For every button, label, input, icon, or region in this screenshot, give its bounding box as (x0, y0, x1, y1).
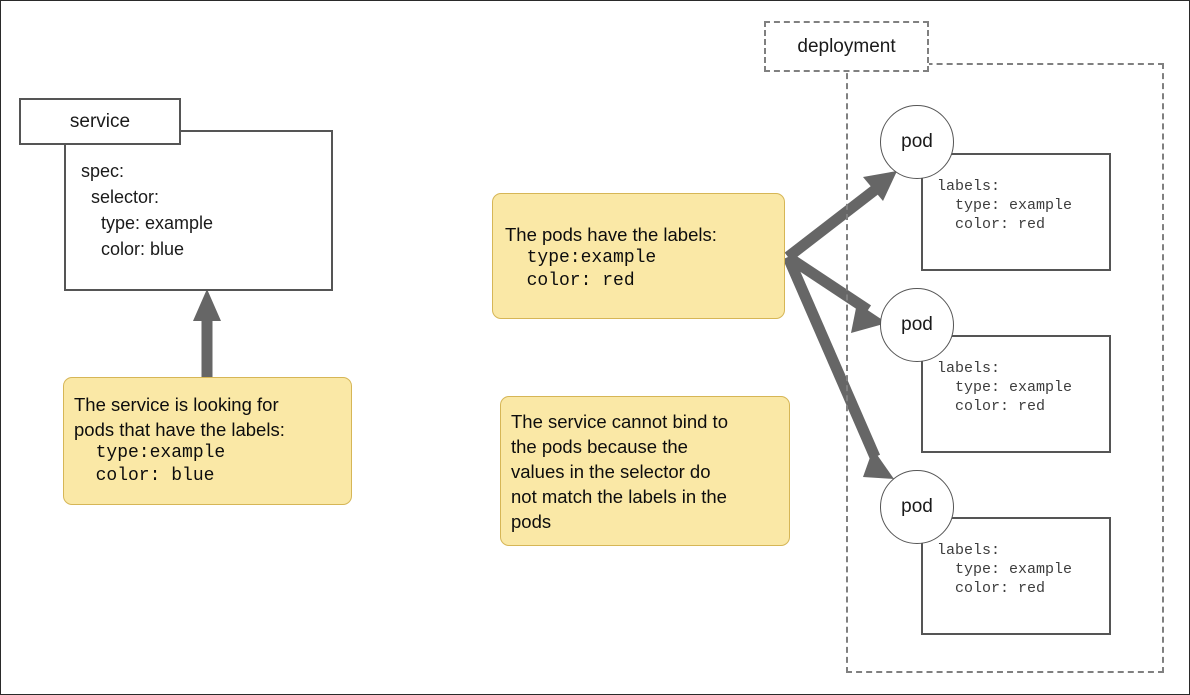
pod-label: pod (901, 496, 933, 517)
pod-labels-text: labels: type: example color: red (937, 542, 1073, 597)
service-spec-box: spec: selector: type: example color: blu… (64, 130, 333, 291)
pod-label: pod (901, 131, 933, 152)
pod-circle: pod (880, 470, 954, 544)
note-service-selector: The service is looking for pods that hav… (63, 377, 352, 505)
pod-labels-box: labels: type: example color: red (921, 517, 1111, 635)
service-title-text: service (69, 110, 131, 132)
note-pods-prose: The pods have the labels: (505, 224, 717, 245)
note-pod-labels: The pods have the labels: type:example c… (492, 193, 785, 319)
pod-labels-box: labels: type: example color: red (921, 335, 1111, 453)
note-cannot-bind: The service cannot bind to the pods beca… (500, 396, 790, 546)
pod-circle: pod (880, 105, 954, 179)
pod-label: pod (901, 314, 933, 335)
note-cannot-bind-prose: The service cannot bind to the pods beca… (511, 411, 728, 532)
pod-labels-box: labels: type: example color: red (921, 153, 1111, 271)
pod-labels-text: labels: type: example color: red (937, 178, 1073, 233)
service-title-tab: service (19, 98, 181, 145)
note-service-prose: The service is looking for pods that hav… (74, 394, 285, 440)
arrow-service-note-to-service (193, 289, 221, 379)
pod-labels-text: labels: type: example color: red (937, 360, 1073, 415)
deployment-label-text: deployment (797, 35, 896, 57)
note-pods-labels: type:example color: red (526, 248, 657, 291)
service-spec-text: spec: selector: type: example color: blu… (81, 161, 214, 259)
deployment-label-tab: deployment (764, 21, 929, 72)
note-service-labels: type:example color: blue (95, 443, 226, 486)
pod-circle: pod (880, 288, 954, 362)
